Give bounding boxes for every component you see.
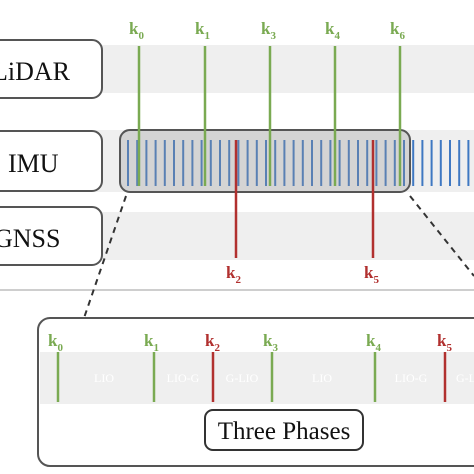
zoom-label-k2: k2 xyxy=(205,331,220,354)
gnss-keyframes xyxy=(234,140,375,258)
top-panel-frame xyxy=(0,289,474,291)
zoom-keyframe-lines xyxy=(56,352,447,402)
zoom-label-k4: k4 xyxy=(366,331,381,354)
zoom-label-k3: k3 xyxy=(263,331,278,354)
phase-label-lio-1: LIO xyxy=(94,371,114,385)
caption-three-phases: Three Phases xyxy=(218,418,351,445)
lidar-label: LiDAR xyxy=(0,57,71,86)
label-k2: k2 xyxy=(226,263,241,286)
zoom-label-k5: k5 xyxy=(437,331,452,354)
label-k3: k3 xyxy=(261,19,276,42)
top-green-labels: k0 k1 k3 k4 k6 xyxy=(129,19,405,42)
label-k1: k1 xyxy=(195,19,210,42)
imu-label: IMU xyxy=(8,149,59,178)
zoom-label-k0: k0 xyxy=(48,331,63,354)
phase-label-lio-g-2: LIO-G xyxy=(395,371,428,385)
lidar-keyframes xyxy=(137,46,402,186)
lidar-label-box: LiDAR xyxy=(0,39,103,99)
phase-label-lio-g-1: LIO-G xyxy=(167,371,200,385)
caption-box xyxy=(204,409,364,451)
imu-label-box: IMU xyxy=(0,130,103,192)
imu-measurement-ticks xyxy=(127,140,470,186)
gnss-label: GNSS xyxy=(0,224,60,253)
label-k6: k6 xyxy=(390,19,405,42)
top-red-labels: k2 k5 xyxy=(226,263,379,286)
label-k5: k5 xyxy=(364,263,379,286)
label-k0: k0 xyxy=(129,19,144,42)
phase-label-lio-2: LIO xyxy=(312,371,332,385)
label-k4: k4 xyxy=(325,19,340,42)
zoom-window xyxy=(119,129,411,193)
zoom-phase-band xyxy=(40,352,474,404)
phase-labels: LIO LIO-G G-LIO LIO LIO-G G-LIO xyxy=(94,371,474,385)
phase-label-g-lio-1: G-LIO xyxy=(226,371,259,385)
gnss-label-box: GNSS xyxy=(0,206,103,266)
phase-label-g-lio-2: G-LIO xyxy=(456,371,474,385)
zoom-label-k1: k1 xyxy=(144,331,159,354)
